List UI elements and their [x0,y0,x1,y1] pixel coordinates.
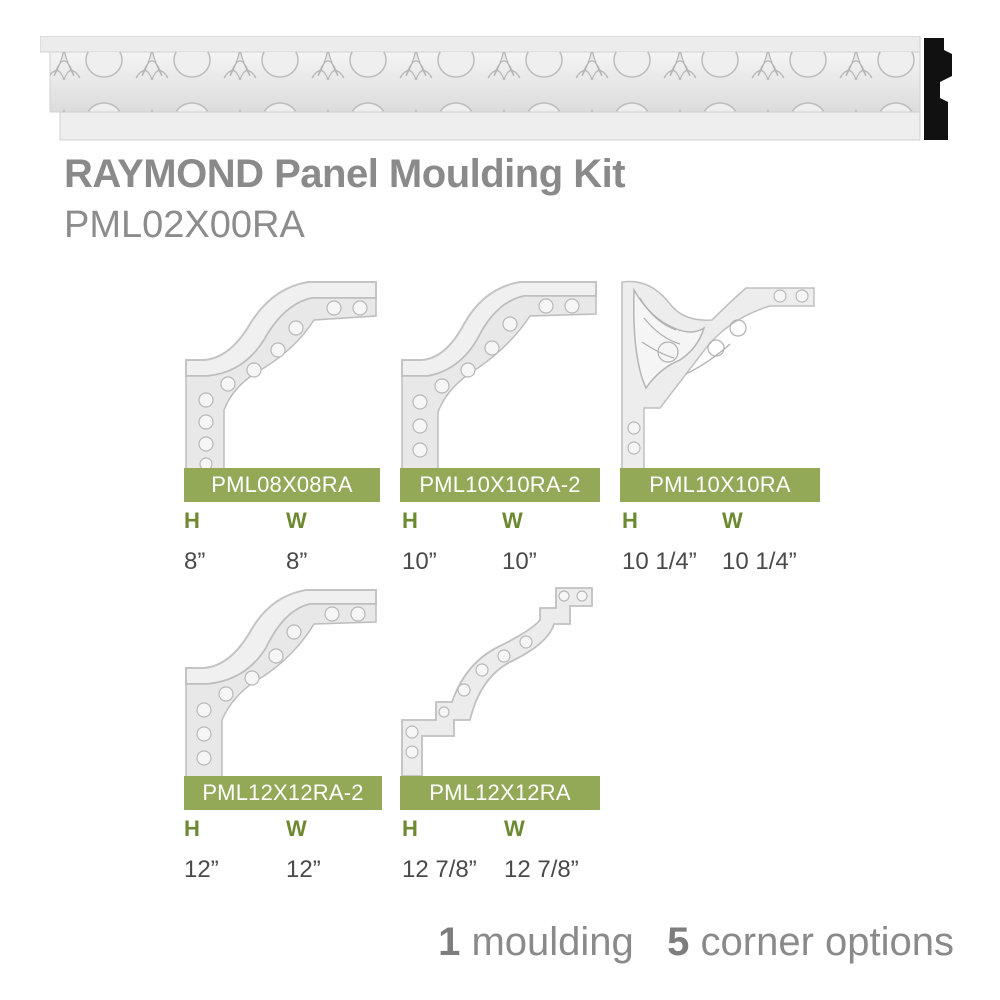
moulding-text: moulding [471,920,634,964]
corner-code-label: PML10X10RA [620,468,820,502]
width-label: W [722,508,743,533]
moulding-count: 1 [438,920,461,964]
kit-summary: 1 moulding 5 corner options [438,920,954,965]
height-value: 12” [184,856,219,883]
width-value: 10” [502,548,537,575]
corner-text: corner options [700,920,954,964]
corner-code-label: PML12X12RA [400,776,600,810]
height-label: H [402,508,418,533]
corner-image-pml08x08ra [184,280,378,470]
width-label: W [286,508,307,533]
width-value: 12 7/8” [504,856,579,883]
product-sku: PML02X00RA [64,204,305,246]
corner-code-label: PML08X08RA [184,468,380,502]
width-label: W [504,816,525,841]
corner-count: 5 [667,920,690,964]
moulding-strip-image [39,35,956,144]
corner-image-pml10x10ra [620,278,816,470]
height-label: H [184,508,200,533]
height-value: 12 7/8” [402,856,477,883]
height-value: 10 1/4” [622,548,697,575]
height-value: 8” [184,548,206,575]
width-value: 12” [286,856,321,883]
corner-image-pml12x12ra [400,586,594,776]
width-value: 10 1/4” [722,548,797,575]
width-label: W [286,816,307,841]
height-value: 10” [402,548,437,575]
product-title: RAYMOND Panel Moulding Kit [64,152,626,196]
height-label: H [184,816,200,841]
corner-image-pml12x12ra-2 [184,588,378,778]
corner-code-label: PML12X12RA-2 [184,776,382,810]
width-value: 8” [286,548,308,575]
height-label: H [622,508,638,533]
corner-image-pml10x10ra-2 [400,280,598,470]
corner-code-label: PML10X10RA-2 [400,468,600,502]
width-label: W [502,508,523,533]
height-label: H [402,816,418,841]
